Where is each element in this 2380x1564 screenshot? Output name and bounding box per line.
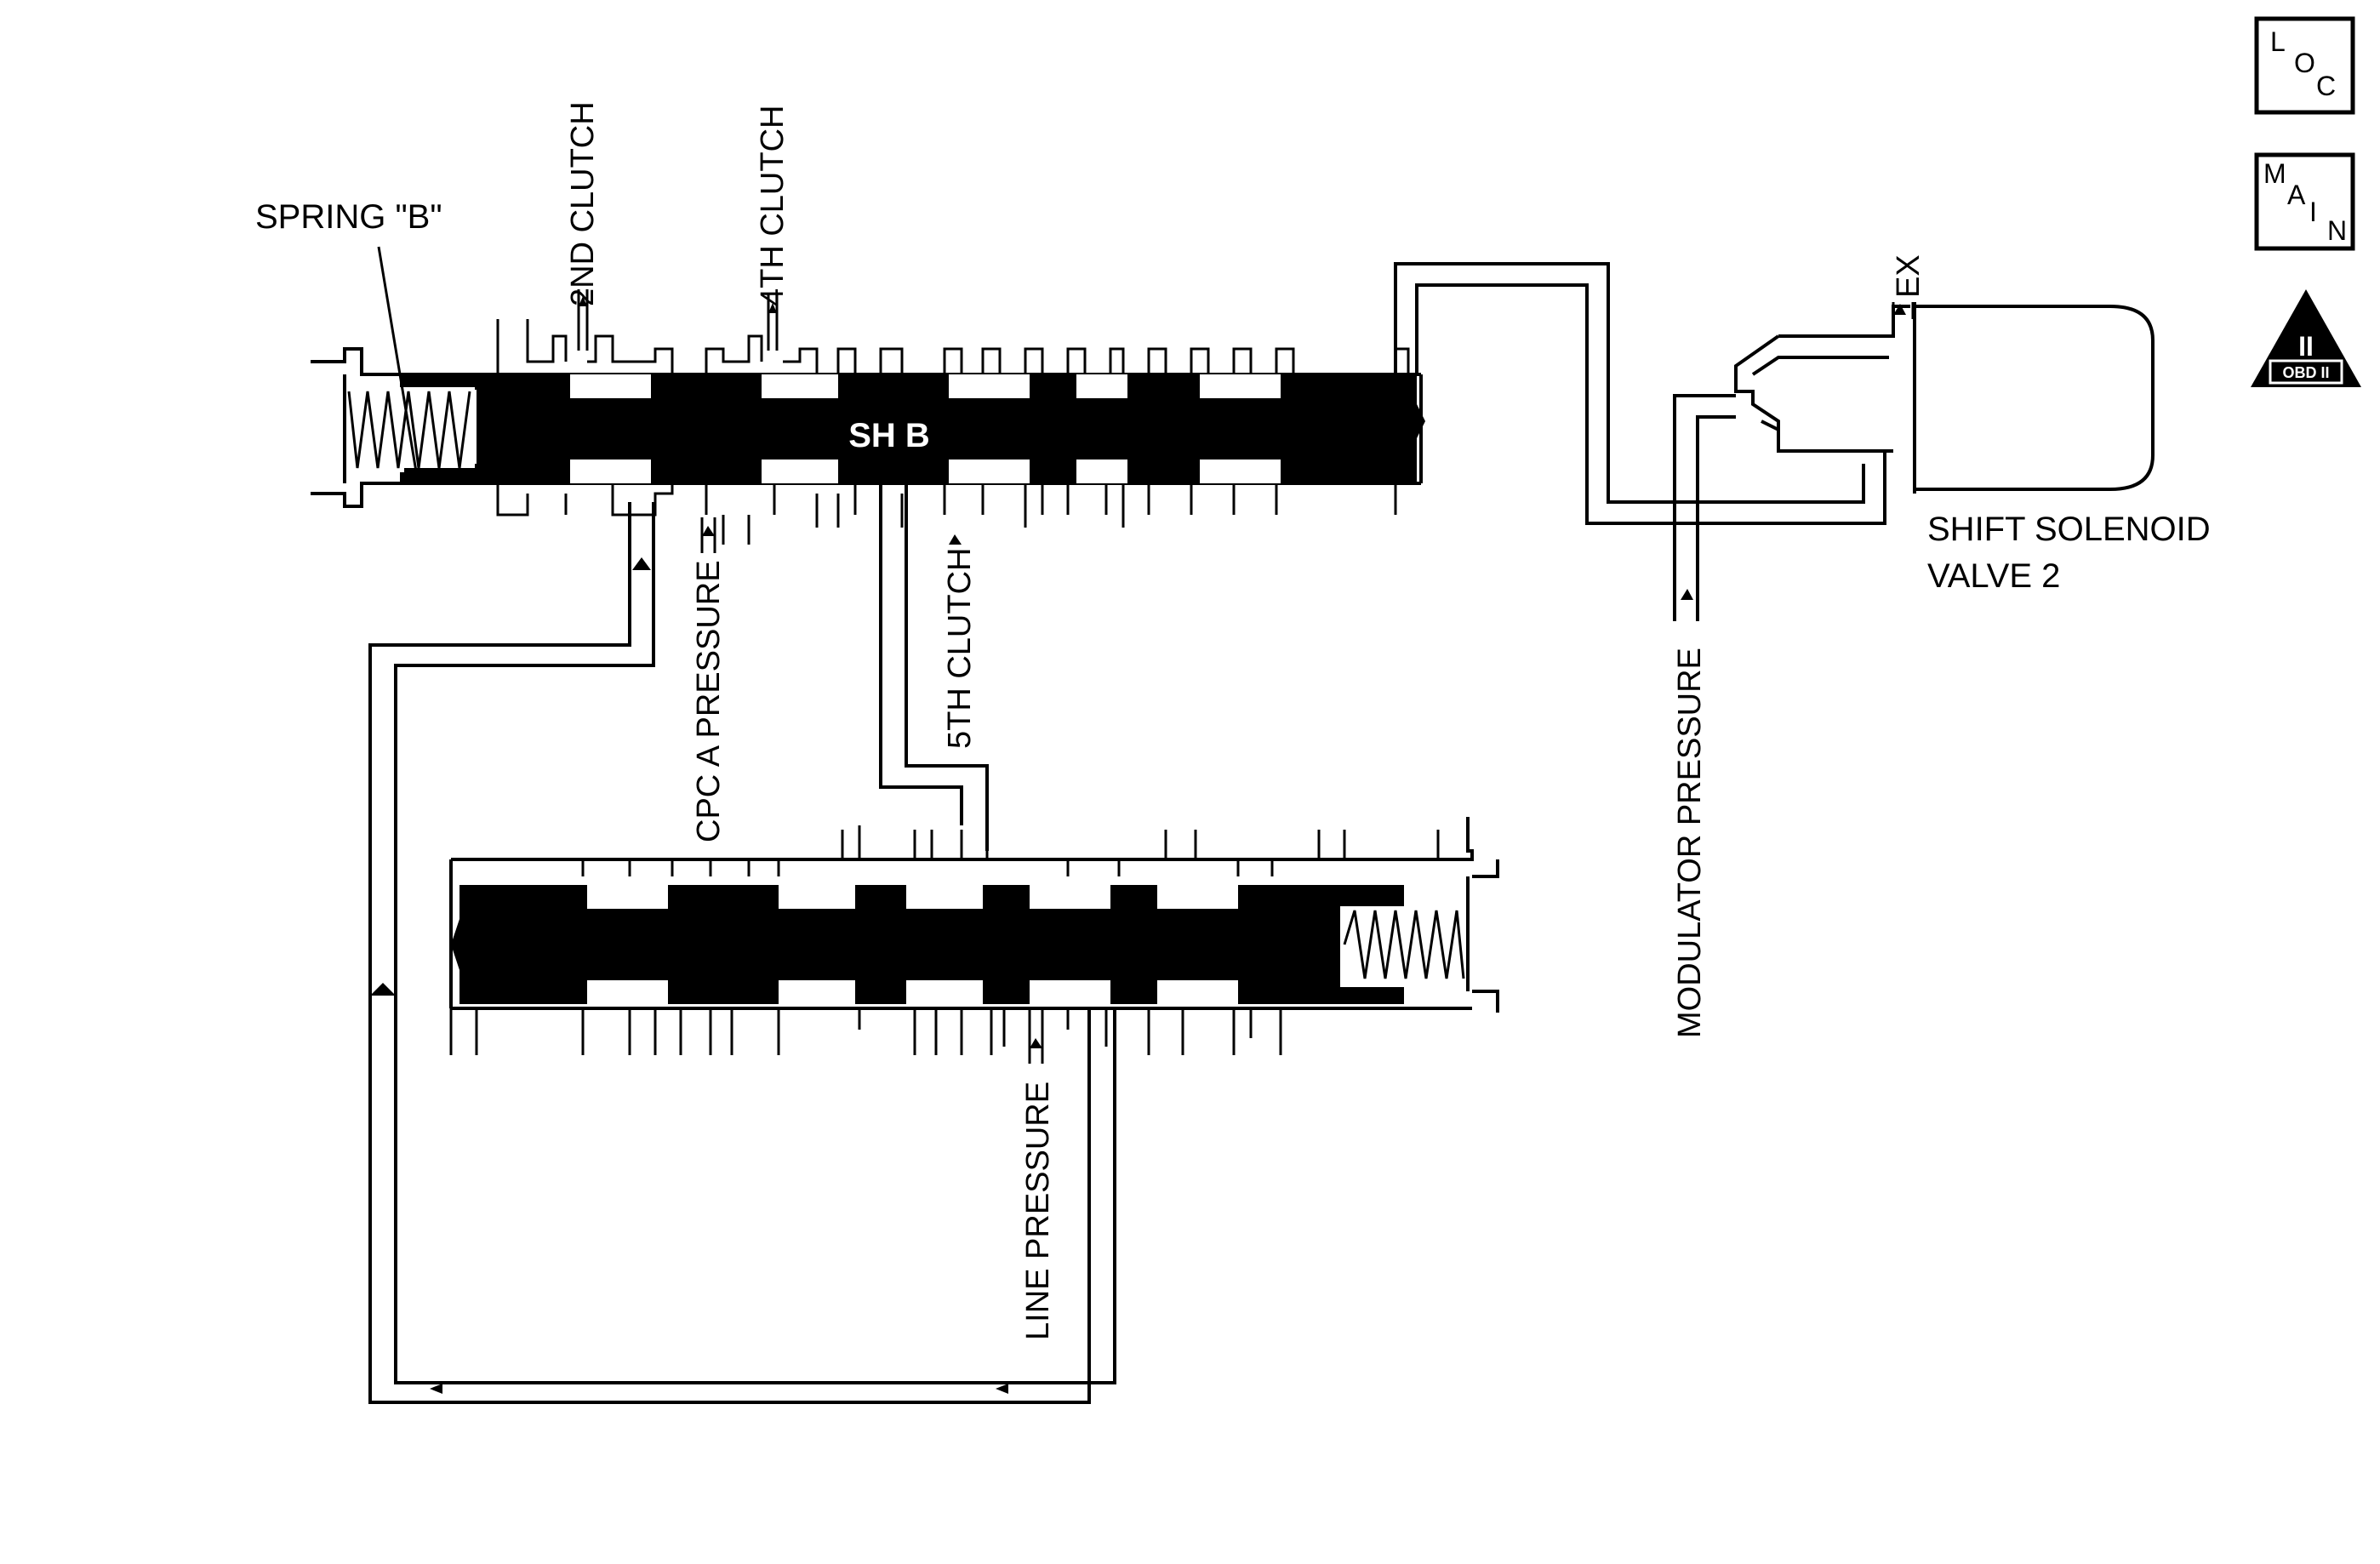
solenoid-label-line2: VALVE 2 xyxy=(1927,557,2060,595)
fifth-clutch-passage xyxy=(879,483,989,851)
lower-valve-spool xyxy=(451,885,1466,1004)
obd-numeral: II xyxy=(2298,331,2314,362)
loc-letter-c: C xyxy=(2316,71,2336,101)
loc-button[interactable]: L O C xyxy=(2254,16,2355,115)
main-button[interactable]: M A I N xyxy=(2254,152,2355,251)
main-letter-i: I xyxy=(2309,197,2317,227)
feedback-passage xyxy=(368,502,1116,1404)
loc-letter-l: L xyxy=(2270,26,2286,57)
upper-spool-label: SH B xyxy=(848,417,930,454)
exhaust-label: EX xyxy=(1891,254,1926,298)
cpc-a-pressure-port xyxy=(700,517,716,553)
second-clutch-label: 2ND CLUTCH xyxy=(565,101,601,306)
lower-valve-body xyxy=(449,817,1499,1055)
solenoid-feed-passage xyxy=(1394,262,1886,525)
spring-label: SPRING "B" xyxy=(255,198,442,236)
fourth-clutch-port xyxy=(767,294,779,351)
upper-valve-spool xyxy=(347,374,1425,483)
shift-solenoid-valve-2 xyxy=(1734,302,2155,494)
spring-leader-line xyxy=(377,246,419,477)
loc-letter-o: O xyxy=(2294,48,2315,78)
cpc-a-pressure-label: CPC A PRESSURE xyxy=(691,560,727,842)
obd-ii-button[interactable]: II OBD II xyxy=(2251,289,2361,387)
fourth-clutch-label: 4TH CLUTCH xyxy=(755,106,790,306)
main-letter-a: A xyxy=(2287,180,2306,210)
solenoid-label-line1: SHIFT SOLENOID xyxy=(1927,511,2211,548)
line-pressure-label: LINE PRESSURE xyxy=(1020,1082,1056,1340)
fifth-clutch-label: 5TH CLUTCH xyxy=(942,548,978,749)
main-letter-n: N xyxy=(2327,215,2347,246)
main-letter-m: M xyxy=(2263,158,2286,189)
line-pressure-port xyxy=(1028,1008,1044,1064)
modulator-pressure-label: MODULATOR PRESSURE xyxy=(1672,648,1708,1038)
second-clutch-port xyxy=(577,289,589,351)
modulator-pressure-passage xyxy=(1673,394,1736,621)
obd-label: OBD II xyxy=(2282,364,2329,381)
